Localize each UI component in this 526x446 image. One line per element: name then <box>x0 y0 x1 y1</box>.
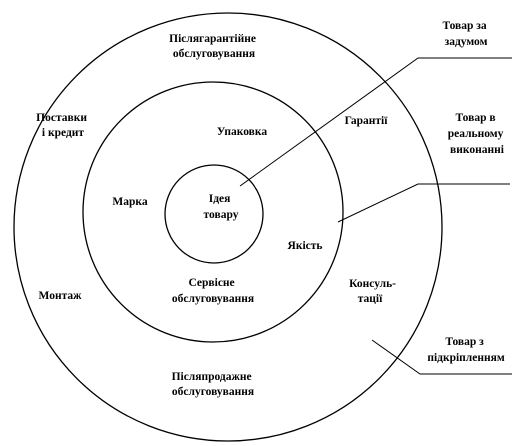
consulting-label: Консуль- тації <box>349 278 399 305</box>
packaging-label: Упаковка <box>217 126 267 138</box>
callout-actual-product: Товар в реальному виконанні <box>448 112 507 156</box>
leader-line-by-design <box>239 57 512 187</box>
callout-augmented-product: Товар з підкріпленням <box>427 336 505 364</box>
installation-label: Монтаж <box>39 290 83 302</box>
leader-line-augmented <box>371 339 512 375</box>
delivery-credit-label: Поставки і кредит <box>36 112 90 139</box>
service-label: Сервісне обслуговування <box>172 277 254 305</box>
brand-label: Марка <box>112 196 147 208</box>
quality-label: Якість <box>288 240 323 252</box>
core-product-label: Ідея товару <box>204 193 239 221</box>
warranty-label: Гарантії <box>345 115 389 127</box>
callout-product-by-design: Товар за задумом <box>442 20 489 48</box>
middle-ring-actual-product <box>82 81 344 343</box>
leader-line-actual <box>337 183 510 223</box>
after-sales-service-label: Післяпродажне обслуговування <box>172 371 255 398</box>
post-warranty-service-label: Післягарантійне обслуговування <box>169 33 259 60</box>
outer-ring-augmented-product <box>13 12 443 442</box>
inner-circle-core-product <box>164 164 264 264</box>
